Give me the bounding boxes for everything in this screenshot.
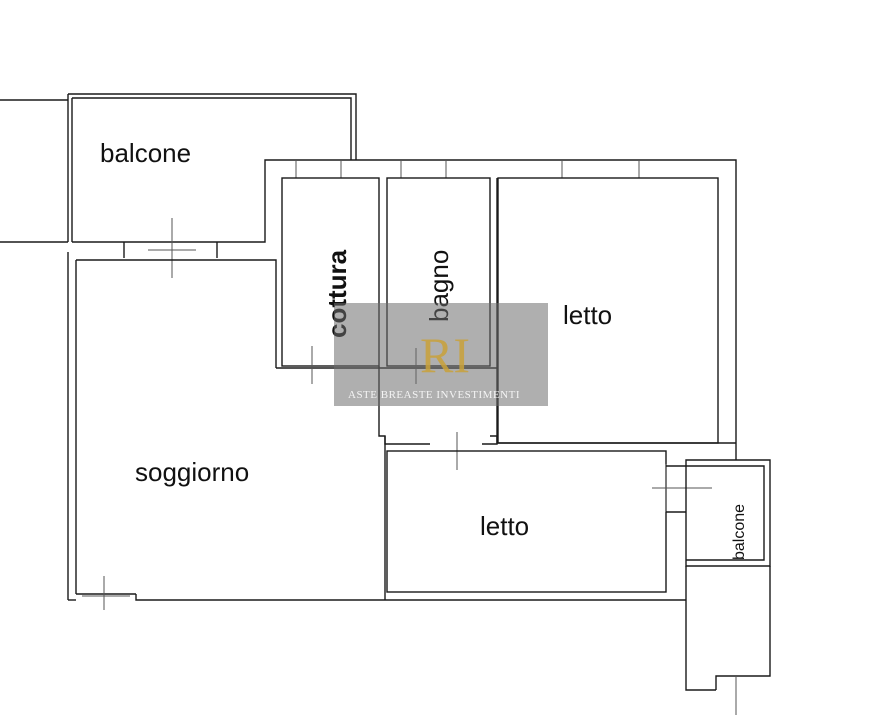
- balcone-top-room: [72, 159, 737, 460]
- room-label-soggiorno: soggiorno: [135, 457, 249, 487]
- room-label-letto-right: letto: [563, 300, 612, 330]
- room-label-letto-bottom: letto: [480, 511, 529, 541]
- letto-bottom-room: [386, 450, 712, 593]
- watermark-text: ASTE BREASTE INVESTIMENTI: [348, 389, 520, 401]
- corridor: [378, 366, 736, 600]
- watermark-box: [334, 303, 548, 406]
- room-label-balcone-side: balcone: [731, 504, 748, 560]
- watermark-logo: RI ASTE BREASTE INVESTIMENTI: [334, 303, 548, 406]
- outer-walls: [0, 93, 357, 243]
- balcone-side-room: [685, 459, 771, 715]
- soggiorno-walls: [67, 252, 686, 610]
- top-wall-ticks: [295, 160, 640, 178]
- room-label-balcone-top: balcone: [100, 138, 191, 168]
- watermark-mark: RI: [420, 327, 470, 383]
